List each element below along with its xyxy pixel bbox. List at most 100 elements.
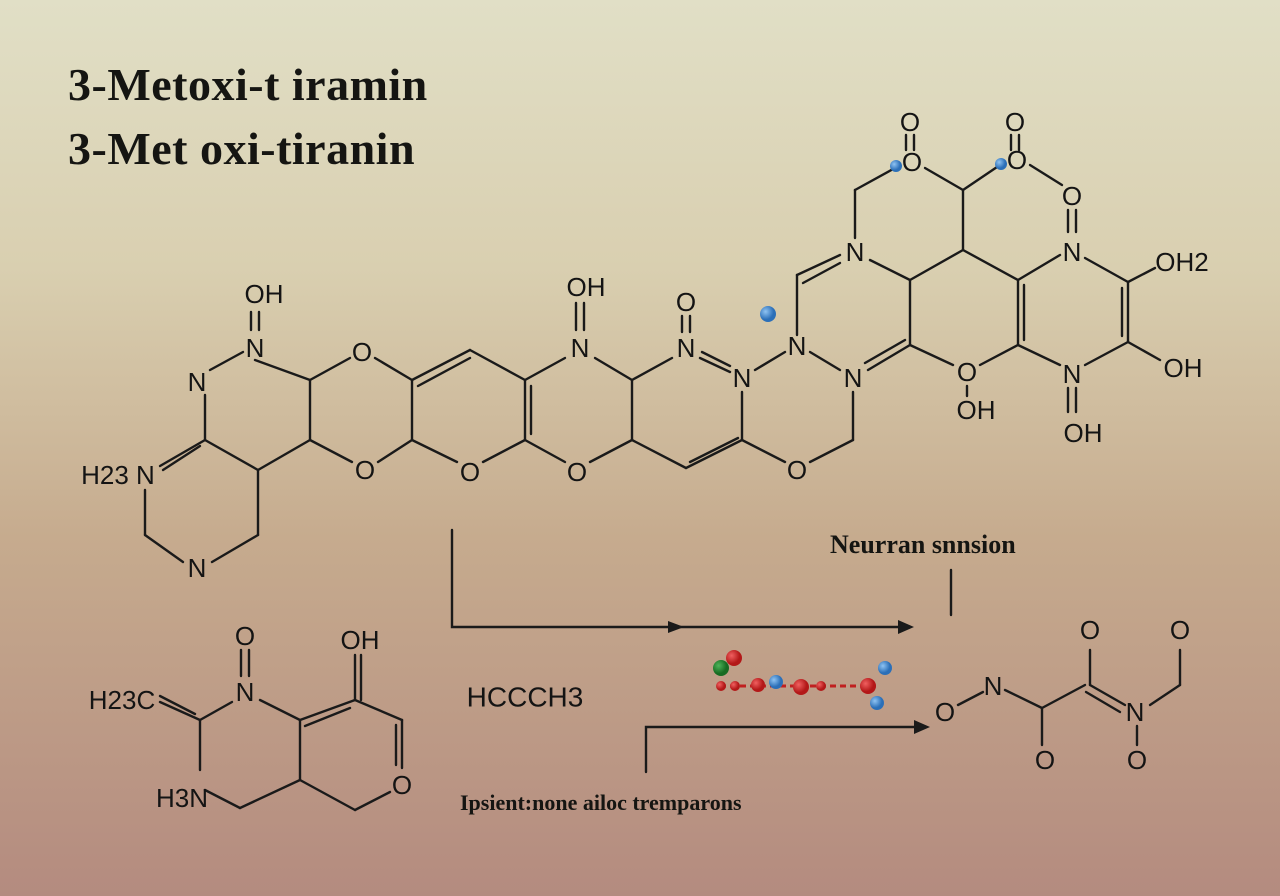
atom-label: OH2	[1155, 247, 1208, 277]
arrowhead-icon	[914, 720, 930, 734]
bond-line	[1148, 683, 1182, 707]
atom-label: H23 N	[81, 460, 155, 490]
bond-line	[256, 438, 312, 472]
bond-line	[795, 253, 842, 277]
bond-line	[238, 778, 302, 810]
bond-line	[1126, 340, 1162, 362]
bottom-left-structure-atoms: O OH H23C N H3N O	[89, 621, 412, 813]
bond-line	[416, 356, 472, 388]
arrow-path-1	[450, 528, 910, 629]
bond-line	[353, 698, 404, 722]
bond-line	[684, 438, 744, 470]
atom-label: O	[1127, 745, 1147, 775]
reaction-arrows	[450, 528, 953, 774]
atom-label: O	[1080, 615, 1100, 645]
atom-label: O	[235, 621, 255, 651]
arrow-path-2	[644, 725, 924, 774]
bond-line	[923, 166, 965, 192]
atom-label: H23C	[89, 685, 155, 715]
bond-line	[808, 438, 855, 464]
atom-label: O	[1035, 745, 1055, 775]
bond-line	[961, 248, 1020, 282]
atom-label: O	[1170, 615, 1190, 645]
atom-label: O	[957, 357, 977, 387]
bond-line	[808, 350, 842, 372]
bond-line	[1084, 690, 1122, 714]
atom-label: OH	[957, 395, 996, 425]
atom-label: OH	[245, 279, 284, 309]
bottom-right-structure-atoms: O O N O N O O	[935, 615, 1190, 775]
bond-line	[298, 778, 357, 812]
atom-label: O	[676, 287, 696, 317]
bond-line	[298, 698, 357, 722]
atom-label: N	[1126, 697, 1145, 727]
bond-line	[688, 436, 740, 464]
atom-label: N	[571, 333, 590, 363]
bond-line	[308, 356, 352, 382]
atom-label: O	[460, 457, 480, 487]
bond-line	[1083, 340, 1130, 367]
bond-line	[143, 533, 185, 564]
bond-line	[908, 343, 955, 367]
bond-line	[303, 706, 352, 728]
atom-label: N	[984, 671, 1003, 701]
atom-label: O	[787, 455, 807, 485]
bond-line	[1028, 163, 1064, 187]
bond-line	[523, 438, 567, 464]
bond-line	[698, 356, 732, 374]
atom-label: H3N	[156, 783, 208, 813]
bond-line	[208, 350, 245, 372]
bond-line	[523, 356, 567, 382]
title-line-1: 3-Metoxi-t iramin	[68, 59, 428, 110]
bond-line	[961, 163, 1002, 192]
arrowhead-icon	[898, 620, 914, 634]
atom-label: O	[392, 770, 412, 800]
atom-label: O	[1062, 181, 1082, 211]
bond-line	[308, 438, 354, 464]
annotation-top-right: Neurran snnsion	[830, 530, 1016, 559]
bond-line	[1016, 343, 1062, 367]
formula-label: HCCCH3	[467, 682, 584, 713]
bond-line	[801, 261, 842, 285]
bond-line	[588, 438, 634, 464]
annotation-bottom: Ipsient:none ailoc tremparons	[460, 790, 742, 815]
bond-line	[161, 444, 202, 472]
atom-label: OH	[567, 272, 606, 302]
bond-line	[203, 438, 260, 472]
bond-line	[630, 438, 688, 470]
atom-label: OH	[1064, 418, 1103, 448]
atom-label: N	[733, 363, 752, 393]
bond-line	[956, 690, 985, 707]
ball-and-stick-molecule-icon	[713, 650, 892, 710]
main-structure-atoms: OH N N H23 N N O O O O OH N O N N N N O …	[81, 107, 1209, 583]
bond-line	[753, 350, 787, 372]
bond-line	[410, 438, 459, 464]
atom-label: O	[1005, 107, 1025, 137]
atom-label: N	[246, 333, 265, 363]
atom-label: O	[567, 457, 587, 487]
bond-line	[1126, 266, 1157, 284]
bond-line	[468, 348, 527, 382]
bond-line	[630, 356, 674, 382]
bond-line	[1088, 683, 1127, 707]
bond-line	[203, 788, 242, 810]
atom-label: N	[236, 677, 255, 707]
bonds	[143, 133, 1182, 812]
atom-label: O	[900, 107, 920, 137]
atom-label: OH	[341, 625, 380, 655]
atom-label: O	[1007, 145, 1027, 175]
bond-line	[410, 348, 472, 382]
bond-line	[866, 343, 912, 372]
atom-label: O	[355, 455, 375, 485]
bond-line	[978, 343, 1020, 367]
bond-line	[700, 350, 732, 368]
bond-line	[908, 248, 965, 282]
atom-label: O	[935, 697, 955, 727]
atom-sphere-icon	[760, 306, 776, 322]
bond-line	[376, 438, 414, 464]
bond-line	[1083, 256, 1130, 284]
atom-label: N	[677, 333, 696, 363]
bond-line	[853, 166, 897, 192]
bond-line	[1040, 683, 1087, 710]
